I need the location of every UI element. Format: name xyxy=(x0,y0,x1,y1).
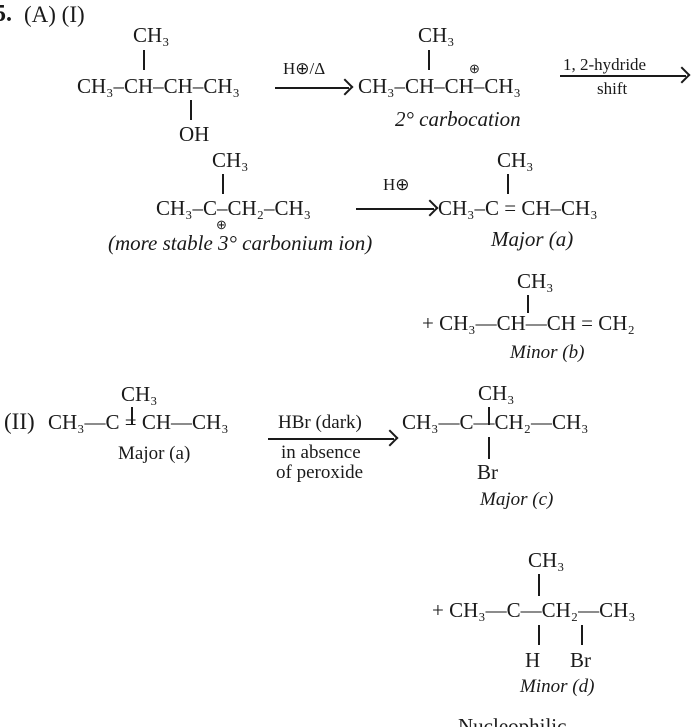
arrow-label-acid-heat: H⊕/Δ xyxy=(283,59,326,78)
shift-label: 1, 2-hydride xyxy=(563,55,647,74)
major-product-c: CH₃—C—CH₂—CH₃ xyxy=(402,410,589,434)
bond xyxy=(190,100,192,120)
methyl-group: CH₃ xyxy=(528,548,565,572)
minor-product-d: + CH₃—C—CH₂—CH₃ xyxy=(432,598,636,622)
bond xyxy=(428,50,430,70)
minor-product-b: + CH₃—CH—CH = CH₂ xyxy=(422,311,635,335)
reaction-arrow xyxy=(275,87,349,89)
bond xyxy=(488,407,490,425)
methyl-group: CH₃ xyxy=(478,381,515,405)
arrow-label-proton: H⊕ xyxy=(383,175,410,194)
alkene-reactant: CH₃—C = CH—CH₃ xyxy=(48,410,229,434)
product-caption: Major (a) xyxy=(491,227,574,251)
reactant-caption: Major (a) xyxy=(118,443,191,464)
methyl-group: CH₃ xyxy=(517,269,554,293)
positive-charge: ⊕ xyxy=(216,217,227,232)
bond xyxy=(222,174,224,194)
shift-label-bottom: shift xyxy=(597,79,628,98)
secondary-carbocation: CH₃–CH–CH–CH₃ xyxy=(358,74,521,98)
bond xyxy=(143,50,145,70)
bond xyxy=(581,625,583,645)
bromine-atom: Br xyxy=(477,460,498,484)
product-caption: Major (c) xyxy=(480,489,554,510)
bond xyxy=(131,407,133,425)
bond xyxy=(488,437,490,459)
condition-label: of peroxide xyxy=(276,462,364,483)
reactant-alcohol: CH₃–CH–CH–CH₃ xyxy=(77,74,240,98)
cut-off-heading: Nucleophilic xyxy=(458,714,567,727)
part-label: (A) (I) xyxy=(24,2,85,27)
bond xyxy=(527,295,529,313)
methyl-group: CH₃ xyxy=(212,148,249,172)
methyl-group: CH₃ xyxy=(121,382,158,406)
reagent-label: HBr (dark) xyxy=(278,412,362,433)
condition-label: in absence xyxy=(281,442,361,463)
reaction-arrow xyxy=(356,208,434,210)
hydroxyl-group: OH xyxy=(179,122,210,146)
carbocation-caption: 2° carbocation xyxy=(395,107,521,131)
positive-charge: ⊕ xyxy=(469,61,480,76)
bond xyxy=(538,625,540,645)
bond xyxy=(538,574,540,596)
tertiary-carbocation: CH₃–C–CH₂–CH₃ xyxy=(156,196,311,220)
reaction-arrow xyxy=(560,75,686,77)
part-label-ii: (II) xyxy=(4,409,35,434)
methyl-group: CH₃ xyxy=(418,23,455,47)
bromine-atom: Br xyxy=(570,648,591,672)
reaction-arrow xyxy=(268,438,394,440)
hydrogen-atom: H xyxy=(525,648,541,672)
methyl-group: CH₃ xyxy=(497,148,534,172)
major-product-a: CH₃–C = CH–CH₃ xyxy=(438,196,598,220)
question-number: 5. xyxy=(0,1,12,27)
product-caption: Minor (d) xyxy=(520,676,595,697)
product-caption: Minor (b) xyxy=(510,342,585,363)
carbocation-caption: (more stable 3° carbonium ion) xyxy=(108,231,373,255)
bond xyxy=(507,174,509,194)
methyl-group: CH₃ xyxy=(133,23,170,47)
